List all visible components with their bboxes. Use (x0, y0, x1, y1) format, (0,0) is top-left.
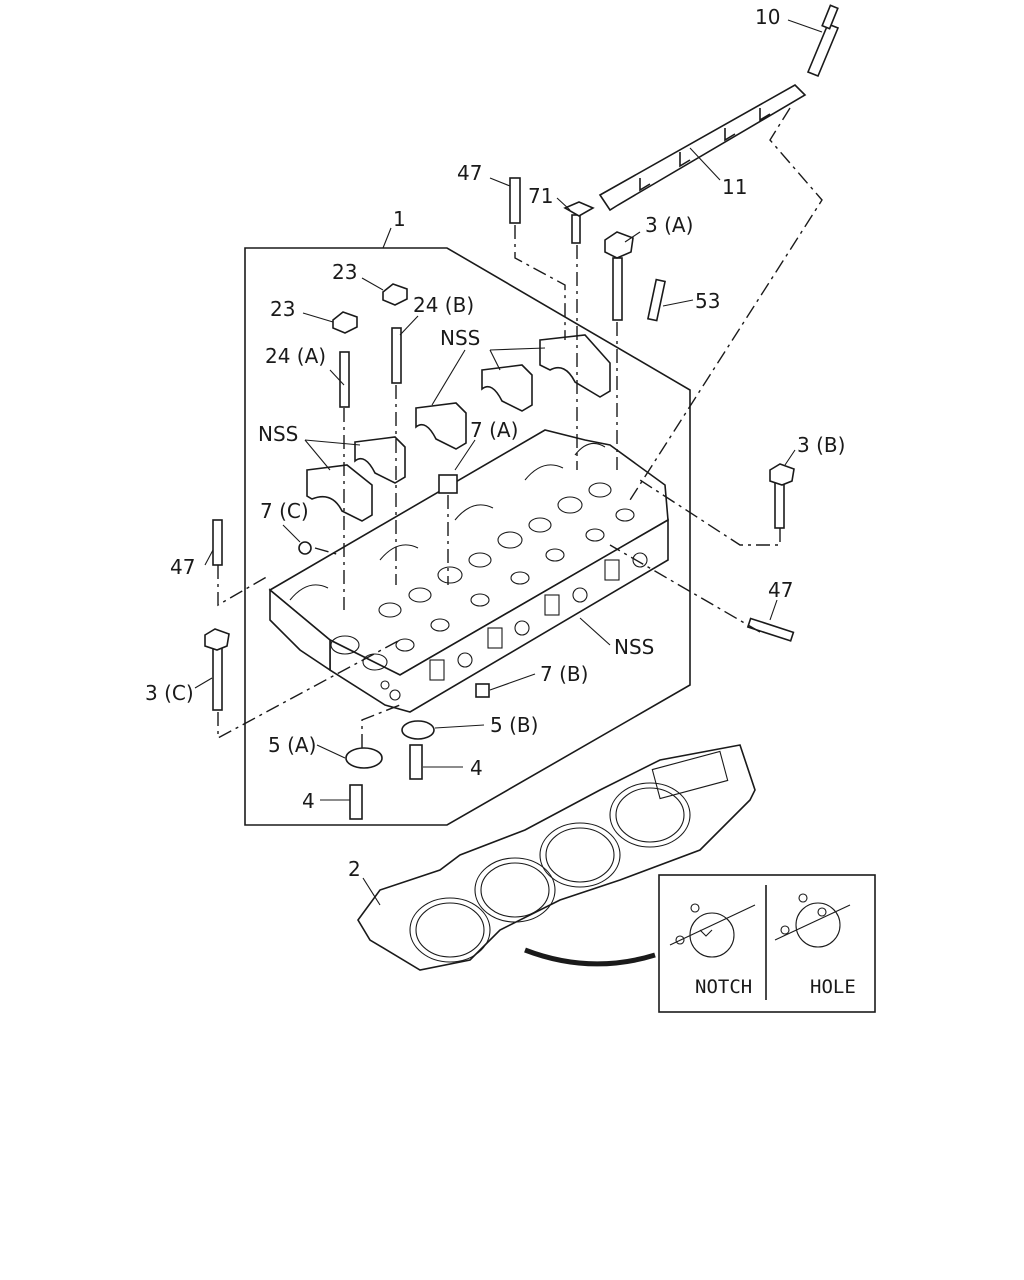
callout-5b: 5 (B) (490, 713, 538, 737)
callout-7a: 7 (A) (470, 418, 518, 442)
notch-detail (669, 903, 756, 958)
callout-23-top: 23 (332, 260, 357, 284)
callout-5a: 5 (A) (268, 733, 316, 757)
callout-2: 2 (348, 857, 361, 881)
callout-47-left: 47 (170, 555, 195, 579)
callout-3c: 3 (C) (145, 681, 194, 705)
callout-53: 53 (695, 289, 720, 313)
glow-plug (806, 4, 840, 78)
callout-24a: 24 (A) (265, 344, 326, 368)
callout-11: 11 (722, 175, 747, 199)
callout-23-mid: 23 (270, 297, 295, 321)
valve-ports (330, 482, 635, 671)
callout-3b: 3 (B) (797, 433, 845, 457)
callout-10: 10 (755, 5, 780, 29)
callout-4-left: 4 (302, 789, 315, 813)
callout-leaders (194, 19, 823, 906)
bolts-and-studs (204, 177, 795, 820)
callout-4-right: 4 (470, 756, 483, 780)
detail-box (658, 874, 876, 1013)
hole-label: HOLE (810, 976, 856, 998)
callout-3a: 3 (A) (645, 213, 693, 237)
callout-71: 71 (528, 184, 553, 208)
callout-7b: 7 (B) (540, 662, 588, 686)
callout-nss-right: NSS (614, 635, 654, 659)
connector-plate (598, 84, 807, 212)
callout-7c: 7 (C) (260, 499, 309, 523)
bearing-caps (306, 334, 611, 522)
callout-24b: 24 (B) (413, 293, 474, 317)
assembly-frame (244, 247, 691, 826)
cylinder-head (268, 429, 669, 713)
gasket-arrow (524, 947, 656, 967)
notch-label: NOTCH (695, 976, 752, 998)
callout-47-top: 47 (457, 161, 482, 185)
hole-detail (774, 893, 851, 948)
callout-nss-left: NSS (258, 422, 298, 446)
callout-nss-top: NSS (440, 326, 480, 350)
callout-47-right: 47 (768, 578, 793, 602)
callout-1: 1 (393, 207, 406, 231)
leader-lines (217, 107, 823, 748)
head-gasket (357, 744, 756, 971)
